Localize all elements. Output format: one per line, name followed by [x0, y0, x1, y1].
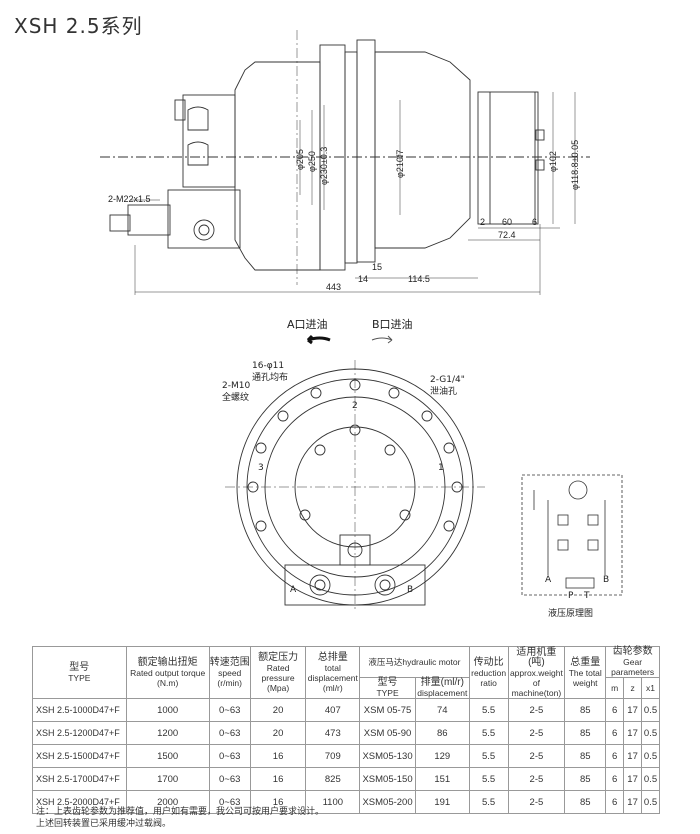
dim-72-4: 72.4 — [498, 230, 516, 240]
callout-16-holes: 16-φ11 — [252, 361, 284, 371]
footnote: 注：上表齿轮参数为推荐值，用户如有需要，我公司可按用户要求设计。 上述回转装置已… — [36, 806, 324, 830]
arrow-ccw-icon — [306, 334, 331, 345]
footnote-line-2: 上述回转装置已采用缓冲过载阀。 — [36, 819, 172, 829]
callout-g14-sub: 泄油孔 — [430, 385, 457, 397]
callout-m10: 2-M10 — [222, 381, 250, 391]
schematic-b: B — [603, 575, 609, 585]
schematic-t: T — [583, 591, 590, 601]
dim-2: 2 — [480, 217, 485, 227]
port-a-label: A — [290, 585, 297, 595]
flow-a-label: A口进油 — [287, 317, 328, 331]
arrow-cw-icon — [371, 335, 393, 344]
relief-valve-block — [167, 189, 241, 249]
col-gear-x: x1 — [641, 677, 660, 699]
col-gear-m: m — [605, 677, 625, 699]
dim-phi118: φ118.8±0.05 — [570, 140, 580, 190]
dim-114-5: 114.5 — [408, 274, 430, 284]
dim-6: 6 — [532, 217, 537, 227]
schematic-a: A — [545, 575, 552, 585]
reducer-housing — [374, 51, 471, 249]
dim-phi250: φ250 — [307, 151, 317, 172]
col-motor-disp: 排量(ml/r)displacement — [414, 677, 470, 699]
dim-phi102: φ102 — [548, 151, 558, 172]
dim-phi205: φ205 — [295, 149, 305, 170]
flow-b-label: B口进油 — [372, 317, 413, 331]
hydraulic-schematic — [521, 474, 623, 596]
mark-1: 1 — [438, 463, 444, 473]
dim-phi230: φ230±0.3 — [319, 147, 329, 185]
dim-60: 60 — [502, 217, 512, 227]
col-motor: 液压马达hydraulic motor — [359, 646, 470, 678]
output-pinion — [477, 91, 539, 225]
dim-phi210f7: φ210f7 — [395, 150, 405, 178]
callout-g14: 2-G1/4" — [430, 375, 465, 385]
port-b-label: B — [407, 585, 413, 595]
mark-3: 3 — [258, 463, 264, 473]
dim-14: 14 — [358, 274, 368, 284]
page-title: XSH 2.5系列 — [14, 14, 143, 38]
end-view — [225, 360, 485, 612]
schematic-caption: 液压原理图 — [548, 607, 593, 619]
col-gear-z: z — [623, 677, 643, 699]
dim-15: 15 — [372, 262, 382, 272]
schematic-p: P — [568, 591, 574, 601]
footnote-line-1: 注：上表齿轮参数为推荐值，用户如有需要，我公司可按用户要求设计。 — [36, 807, 325, 817]
callout-port-thread: 2-M22x1.5 — [108, 194, 151, 204]
mark-2: 2 — [352, 401, 358, 411]
bolt-holes — [247, 379, 463, 532]
side-view — [100, 30, 590, 295]
dim-443: 443 — [326, 282, 341, 292]
callout-16-holes-sub: 通孔均布 — [252, 371, 288, 383]
callout-m10-sub: 全螺纹 — [222, 391, 249, 403]
col-machine: 适用机重(吨)approx.weight of machine(ton) — [507, 646, 566, 699]
